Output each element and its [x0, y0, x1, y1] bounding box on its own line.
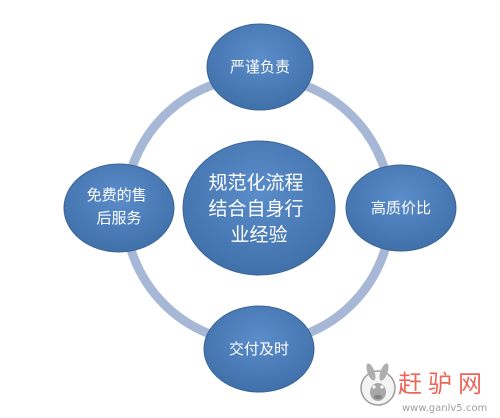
watermark: 赶驴网 www.ganlv5.com [360, 363, 488, 414]
center-node-line-1: 规范化流程 [208, 172, 303, 194]
svg-text:免费的售 后服务: 免费的售 后服务 [87, 186, 152, 227]
right-node-label: 高质价比 [371, 199, 431, 217]
center-node-line-3: 业经验 [230, 224, 287, 246]
bottom-node-label: 交付及时 [229, 340, 289, 358]
left-node: 免费的售 后服务 [63, 163, 175, 253]
left-node-line-1: 免费的售 [87, 186, 147, 204]
donkey-logo-icon [360, 363, 396, 406]
svg-text:交付及时: 交付及时 [229, 340, 289, 358]
center-node-line-2: 结合自身行 [208, 198, 303, 220]
center-node: 规范化流程 结合自身行 业经验 [182, 140, 336, 276]
svg-text:规范化流程 结合自身行 业经验: 规范化流程 结合自身行 业经验 [208, 172, 309, 246]
top-node: 严谨负责 [206, 23, 314, 111]
right-node: 高质价比 [345, 164, 457, 252]
svg-text:严谨负责: 严谨负责 [230, 58, 290, 76]
watermark-brand: 赶驴网 [398, 370, 488, 398]
svg-text:高质价比: 高质价比 [371, 199, 431, 217]
top-node-label: 严谨负责 [230, 58, 290, 76]
left-node-line-2: 后服务 [96, 209, 141, 227]
watermark-url: www.ganlv5.com [402, 403, 487, 414]
bottom-node: 交付及时 [203, 305, 315, 393]
